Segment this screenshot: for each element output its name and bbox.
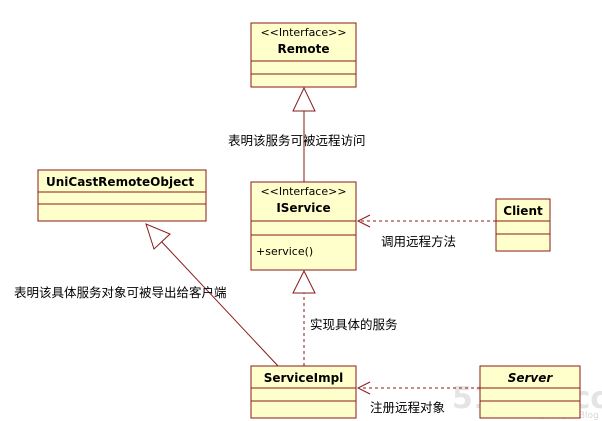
- dependency-arrowhead: [356, 381, 371, 395]
- class-name: IService: [276, 201, 330, 215]
- class-operation: +service(): [256, 245, 313, 258]
- relation-label-impl-iservice: 实现具体的服务: [310, 317, 398, 332]
- class-name: UniCastRemoteObject: [46, 175, 194, 189]
- relation-label-impl-unicast: 表明该具体服务对象可被导出给客户端: [14, 285, 227, 300]
- relation-impl-unicast: 表明该具体服务对象可被导出给客户端: [14, 223, 279, 367]
- class-name: ServiceImpl: [264, 371, 344, 385]
- relation-line: [159, 239, 279, 367]
- class-remote[interactable]: <<Interface>> Remote: [250, 22, 357, 88]
- generalization-arrowhead: [145, 223, 171, 250]
- relation-iservice-remote: 表明该服务可被远程访问: [228, 86, 366, 182]
- class-serviceimpl[interactable]: ServiceImpl: [250, 365, 357, 419]
- class-unicastremoteobject[interactable]: UniCastRemoteObject: [37, 169, 207, 222]
- class-server[interactable]: Server: [479, 365, 581, 419]
- class-stereotype: <<Interface>>: [260, 185, 346, 198]
- class-stereotype: <<Interface>>: [260, 26, 346, 39]
- relation-label-server-impl: 注册远程对象: [370, 400, 445, 415]
- class-client[interactable]: Client: [495, 198, 551, 252]
- class-name: Server: [508, 371, 554, 385]
- class-name: Remote: [277, 42, 329, 56]
- relation-label-iservice-remote: 表明该服务可被远程访问: [228, 133, 366, 148]
- class-iservice[interactable]: <<Interface>> IService +service(): [250, 181, 357, 271]
- dependency-arrowhead: [356, 214, 371, 228]
- relation-label-client-iservice: 调用远程方法: [381, 234, 456, 249]
- class-name: Client: [503, 204, 543, 218]
- generalization-arrowhead: [292, 86, 316, 112]
- relation-impl-iservice: 实现具体的服务: [292, 269, 398, 366]
- realization-arrowhead: [292, 269, 316, 294]
- relation-client-iservice: 调用远程方法: [356, 214, 496, 249]
- relation-server-impl: 注册远程对象: [356, 381, 480, 415]
